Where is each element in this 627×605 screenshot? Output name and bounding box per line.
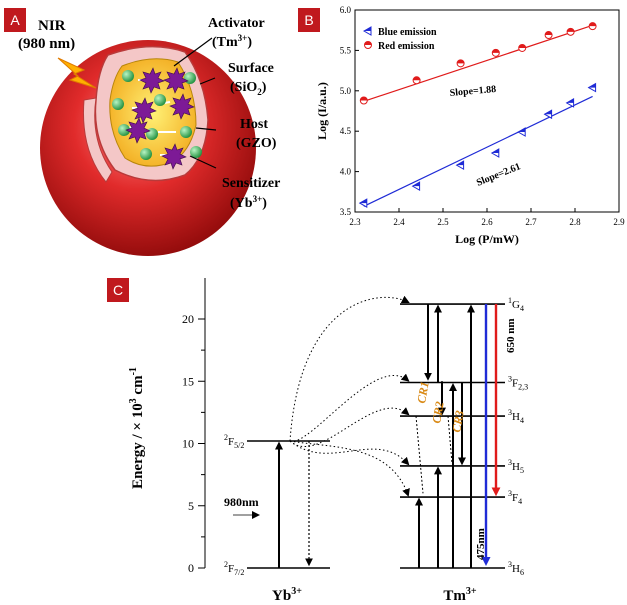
x-tick-label: 2.9: [613, 217, 625, 227]
panel-c-tag: C: [107, 278, 129, 302]
x-tick-label: 2.7: [525, 217, 537, 227]
legend-red-label: Red emission: [378, 41, 435, 52]
slope-blue-label: Slope=2.61: [475, 161, 522, 189]
x-tick-label: 2.3: [349, 217, 361, 227]
sensitizer-ions: [112, 70, 202, 160]
x-axis-label: Log (P/mW): [455, 232, 519, 246]
nir-label: NIR: [38, 18, 66, 34]
tm-level-label: 3F4: [508, 489, 522, 506]
surface-label: Surface: [228, 61, 274, 76]
blue-data-point-fill: [456, 161, 464, 166]
cr3-label: CR3: [449, 409, 467, 433]
red-data-point-fill: [413, 76, 421, 81]
fit-line-red: [363, 24, 593, 102]
slope-red-label: Slope=1.88: [449, 84, 496, 99]
host-label: Host: [240, 117, 268, 132]
lightning-icon: [57, 57, 97, 89]
excitation-label: 980nm: [224, 495, 259, 509]
tm-level-label: 3H4: [508, 408, 524, 425]
ion-label-yb: Yb3+: [272, 586, 302, 604]
fit-lines: [363, 24, 593, 207]
sensitizer-ion: (Yb3+): [230, 194, 267, 211]
host-material: (GZO): [236, 136, 277, 151]
y-axis-label: Log (I/a.u.): [315, 82, 329, 140]
red-data-point-fill: [589, 22, 597, 27]
y-tick-label: 5.0: [340, 86, 352, 96]
energy-tick-label: 15: [182, 374, 194, 388]
tm-level-label: 3H6: [508, 560, 524, 577]
red-data-point-fill: [518, 44, 526, 48]
blue-data-point-fill: [544, 110, 552, 115]
yb-level-label: 2F5/2: [224, 433, 244, 450]
axis-ticks: 2.3 2.4 2.5 2.6 2.7 2.8 2.9 3.5 4.0 4.5 5.0 5.5 6.0: [340, 5, 625, 227]
label-pointers: [173, 37, 217, 169]
tm-cr-dotted: [415, 416, 424, 494]
cr2-label: CR2: [429, 400, 447, 424]
y-tick-label: 4.5: [340, 126, 352, 136]
panel-a-tag: A: [4, 8, 26, 32]
activator-ion: (Tm3+): [212, 33, 252, 50]
red-data-point-fill: [360, 96, 368, 101]
yb-level-label: 2F7/2: [224, 560, 244, 577]
blue-data-point-fill: [566, 98, 574, 103]
red-data-point-fill: [545, 31, 553, 36]
cr1-label: CR1: [414, 380, 432, 404]
energy-axis-label: Energy / × 103 cm-1: [128, 367, 146, 489]
tm-level-label: 1G4: [508, 296, 524, 313]
energy-transfer-curve: [289, 440, 410, 497]
energy-tick-label: 0: [188, 561, 194, 575]
y-tick-label: 4.0: [340, 167, 352, 177]
surface-material: (SiO2): [230, 80, 267, 97]
blue-data-point-fill: [359, 199, 367, 204]
energy-tick-label: 20: [182, 312, 194, 326]
data-points: [358, 22, 597, 208]
x-tick-label: 2.8: [569, 217, 581, 227]
energy-transfer-curve: [289, 440, 410, 466]
blue-data-point-fill: [491, 149, 499, 154]
blue-data-point-fill: [518, 128, 526, 133]
red-data-point-fill: [567, 28, 575, 32]
fit-line-blue: [363, 95, 593, 207]
transitions: [275, 295, 501, 568]
ion-label-tm: Tm3+: [443, 586, 477, 604]
outer-shell-cut: [83, 97, 113, 183]
red-emission-label: 650 nm: [505, 318, 517, 353]
nanoparticle-figure: NIR (980 nm) Activator (Tm3+) Surface (S…: [18, 16, 280, 256]
energy-tick-label: 10: [182, 437, 194, 451]
nir-wavelength: (980 nm): [18, 36, 75, 52]
y-tick-label: 6.0: [340, 5, 352, 15]
energy-transfer-curve: [289, 373, 410, 442]
y-tick-label: 5.5: [340, 45, 352, 55]
red-data-point-fill: [492, 49, 500, 53]
x-tick-label: 2.6: [481, 217, 493, 227]
energy-transfer-curve: [289, 295, 410, 442]
y-tick-label: 3.5: [340, 207, 352, 217]
legend: Blue emission Red emission: [362, 26, 437, 52]
tm-level-label: 3F2,3: [508, 374, 528, 391]
activator-label: Activator: [208, 16, 265, 31]
sensitizer-label: Sensitizer: [222, 176, 280, 191]
blue-data-point-fill: [588, 83, 596, 88]
energy-transfer-curve: [289, 407, 410, 448]
energy-ticks: 0 5 10 15 20: [182, 312, 205, 575]
blue-emission-label: 475nm: [475, 528, 487, 560]
legend-blue-label: Blue emission: [378, 27, 437, 38]
tm-level-label: 3H5: [508, 458, 524, 475]
panel-b-tag: B: [298, 8, 320, 32]
red-data-point-fill: [457, 59, 465, 64]
energy-level-diagram: 0 5 10 15 20 Energy / × 103 cm-1 2F5/2 2F7/2 1…: [128, 278, 528, 604]
x-tick-label: 2.4: [393, 217, 405, 227]
energy-tick-label: 5: [188, 499, 194, 513]
blue-data-point-fill: [412, 182, 420, 187]
activator-ions: [125, 67, 195, 170]
x-tick-label: 2.5: [437, 217, 449, 227]
energy-levels: 2F5/2 2F7/2 1G4 3F2,3 3H4 3H5 3F4 3H6: [224, 296, 528, 577]
